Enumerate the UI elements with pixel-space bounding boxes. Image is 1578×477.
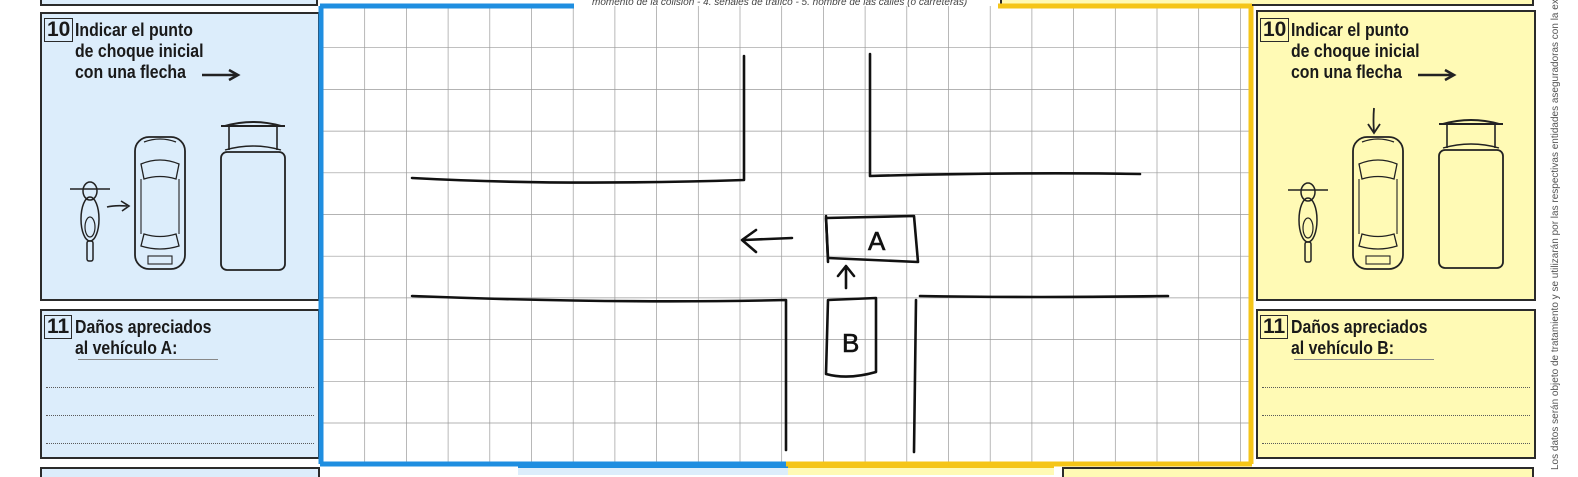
- section-number-11-b: 11: [1260, 315, 1289, 339]
- damage-panel-a: 11 Daños apreciados al vehículo A:: [40, 309, 320, 459]
- side-legal-text: Los datos serán objeto de tratamiento y …: [1550, 0, 1561, 470]
- top-note: momento de la colisión - 4. señales de t…: [592, 0, 968, 8]
- damage-field-a-line-2[interactable]: [46, 415, 314, 416]
- impact-heading-a: Indicar el punto de choque inicial con u…: [75, 20, 204, 82]
- damage-field-b-line-1[interactable]: [1262, 387, 1530, 388]
- vehicle-b-box: [824, 296, 878, 378]
- direction-arrow-left: [740, 228, 794, 254]
- arrow-right-icon: [1418, 68, 1457, 82]
- bottom-strip-mid-b: [788, 465, 1054, 475]
- bottom-strip-a: [40, 467, 320, 477]
- damage-heading-underline-b: [1294, 359, 1434, 360]
- top-strip-a: [40, 0, 318, 6]
- impact-panel-a: 10 Indicar el punto de choque inicial co…: [40, 12, 320, 301]
- motorcycle-icon[interactable]: [70, 169, 110, 264]
- top-strip-b: [1000, 0, 1534, 6]
- truck-icon[interactable]: [217, 118, 289, 273]
- arrow-right-icon: [202, 68, 241, 82]
- bottom-strip-b: [1062, 467, 1534, 477]
- damage-panel-b: 11 Daños apreciados al vehículo B:: [1256, 309, 1536, 459]
- car-icon[interactable]: [1350, 134, 1406, 272]
- accident-sketch-canvas[interactable]: A B: [318, 0, 1254, 467]
- road-edge-lower-left: [410, 294, 788, 452]
- damage-field-a-line-1[interactable]: [46, 387, 314, 388]
- vehicle-a-label: A: [868, 226, 886, 256]
- road-edge-lower-right: [918, 294, 1170, 299]
- collision-arrow-up: [836, 264, 856, 290]
- section-number-11-a: 11: [44, 315, 73, 339]
- section-number-10-b: 10: [1260, 18, 1290, 42]
- damage-heading-b: Daños apreciados al vehículo B:: [1291, 317, 1428, 358]
- impact-heading-b: Indicar el punto de choque inicial con u…: [1291, 20, 1420, 82]
- vehicle-b-label: B: [842, 328, 859, 358]
- car-icon[interactable]: [132, 134, 188, 272]
- hand-drawn-arrow-icon: [106, 200, 131, 212]
- damage-heading-a: Daños apreciados al vehículo A:: [75, 317, 212, 358]
- hand-drawn-arrow-down-icon: [1367, 107, 1381, 135]
- damage-heading-underline-a: [78, 359, 218, 360]
- road-edge-lower-center: [912, 298, 918, 454]
- truck-icon[interactable]: [1435, 116, 1507, 271]
- bottom-strip-mid-a: [518, 465, 788, 475]
- damage-field-a-line-3[interactable]: [46, 443, 314, 444]
- vehicle-a-front-line: [824, 214, 830, 264]
- damage-field-b-line-3[interactable]: [1262, 443, 1530, 444]
- impact-panel-b: 10 Indicar el punto de choque inicial co…: [1256, 10, 1536, 301]
- road-edge-upper-right: [868, 52, 1142, 178]
- damage-field-b-line-2[interactable]: [1262, 415, 1530, 416]
- section-number-10-a: 10: [44, 18, 74, 42]
- motorcycle-icon[interactable]: [1288, 170, 1328, 265]
- road-edge-upper-left: [410, 54, 746, 184]
